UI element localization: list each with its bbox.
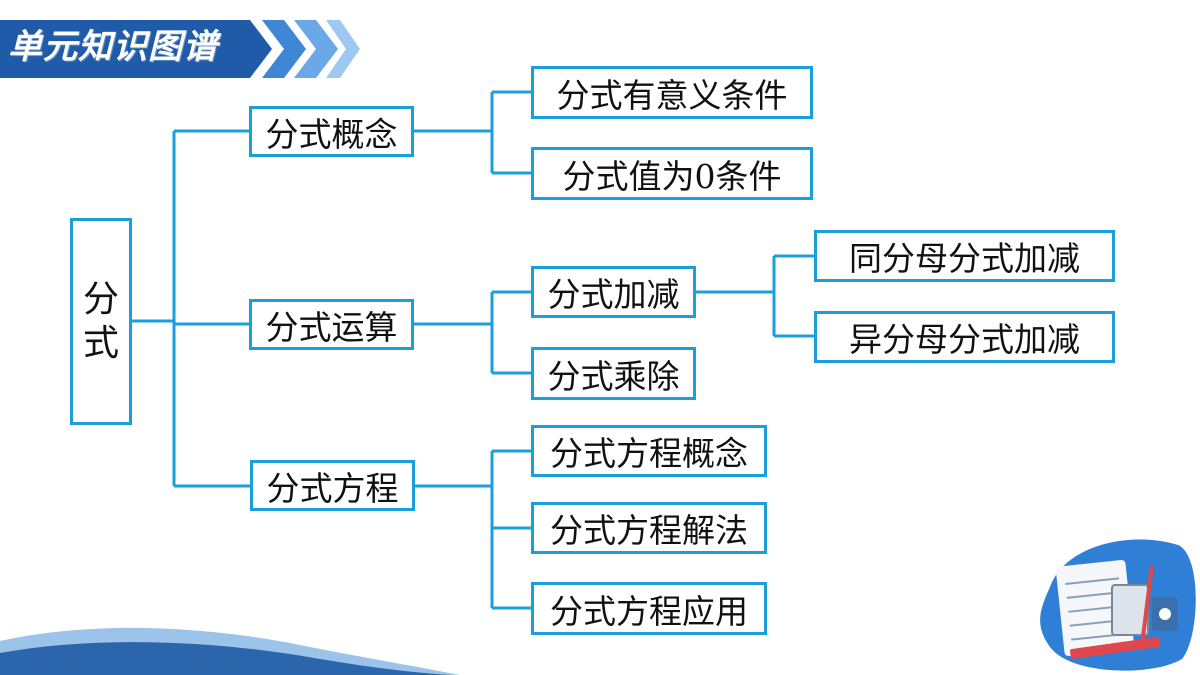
- math-notebook-illustration: [1040, 539, 1196, 671]
- node-same-denominator: 同分母分式加减: [814, 230, 1115, 282]
- node-equation: 分式方程: [250, 460, 415, 511]
- wave-decoration: [0, 627, 460, 675]
- node-equation-concept: 分式方程概念: [531, 425, 767, 477]
- node-meaningful-condition: 分式有意义条件: [531, 66, 813, 119]
- node-equation-application: 分式方程应用: [531, 582, 767, 635]
- node-concept: 分式概念: [249, 106, 414, 157]
- node-operation: 分式运算: [249, 299, 414, 350]
- node-multiply-divide: 分式乘除: [531, 347, 696, 400]
- node-equation-solution: 分式方程解法: [531, 502, 767, 554]
- root-node: 分 式: [70, 218, 132, 425]
- node-different-denominator: 异分母分式加减: [814, 311, 1115, 363]
- root-char-1: 分: [82, 279, 119, 321]
- root-char-2: 式: [82, 322, 119, 364]
- page-title: 单元知识图谱: [8, 27, 218, 67]
- node-add-subtract: 分式加减: [531, 266, 696, 318]
- banner-background: [0, 20, 360, 78]
- node-zero-value-condition: 分式值为0条件: [531, 147, 813, 200]
